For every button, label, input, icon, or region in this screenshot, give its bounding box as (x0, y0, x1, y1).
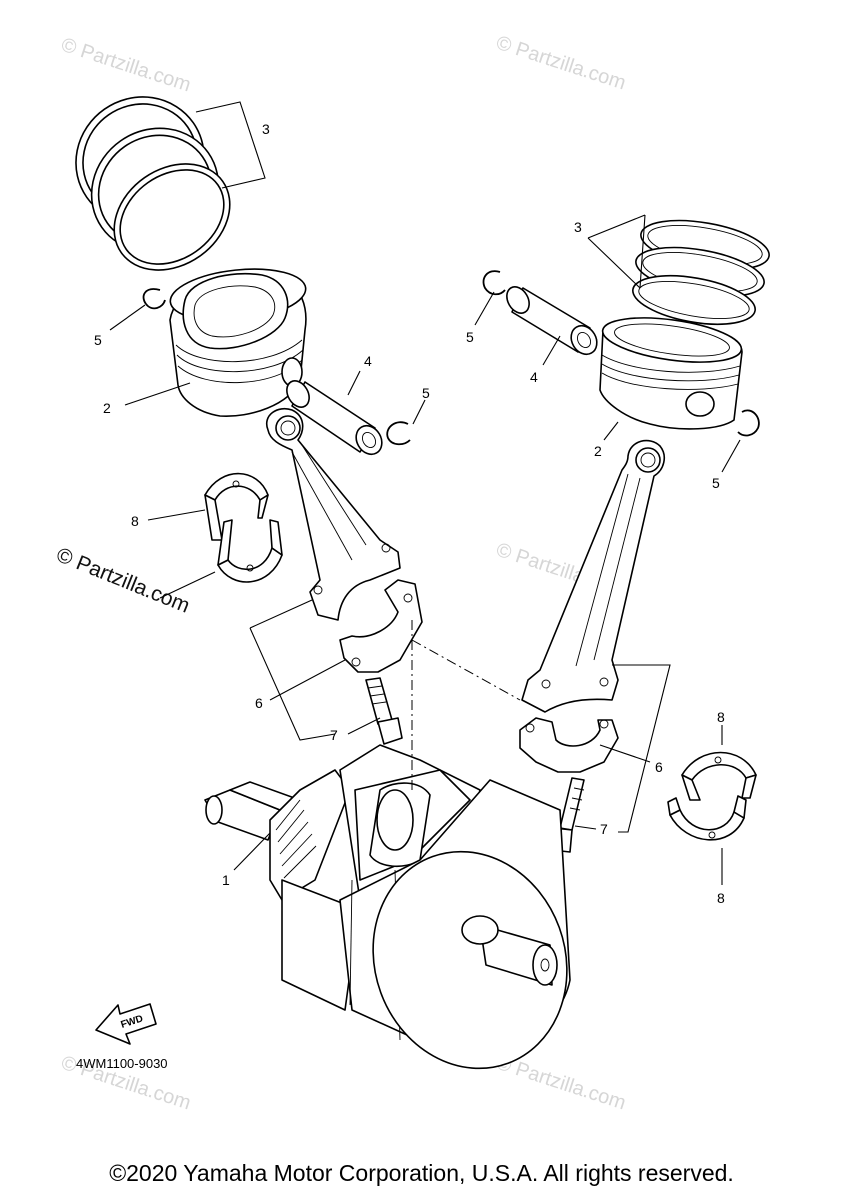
callout-labels: 3 5 2 4 5 8 6 7 1 3 5 4 2 5 8 6 7 8 (94, 121, 725, 906)
callout-bearing-left: 8 (131, 513, 139, 529)
left-rod-cap (339, 579, 423, 673)
left-piston-pin (286, 380, 383, 456)
alignment-lines (411, 620, 521, 790)
callout-circlip-right-upper: 5 (466, 329, 474, 345)
diagram-code: 4WM1100-9030 (76, 1056, 168, 1071)
callout-bearing-right-upper: 8 (717, 709, 725, 725)
callout-pin-left: 4 (364, 353, 372, 369)
callout-piston-right: 2 (594, 443, 602, 459)
left-bearing-upper (204, 472, 269, 541)
callout-bolt-right: 7 (600, 821, 608, 837)
left-piston-rings (75, 96, 266, 271)
right-piston-pin (506, 286, 598, 356)
left-circlip-upper (142, 288, 166, 310)
copyright-notice: ©2020 Yamaha Motor Corporation, U.S.A. A… (109, 1160, 734, 1186)
watermark-prominent: © Partzilla.com (53, 543, 193, 617)
leader-lines (109, 291, 741, 885)
forward-arrow-icon: FWD (95, 1003, 157, 1045)
callout-rod-left: 6 (255, 695, 263, 711)
watermark-text: © Partzilla.com (58, 34, 193, 97)
right-connecting-rod (521, 439, 666, 713)
callout-bolt-left: 7 (330, 727, 338, 743)
right-circlip-upper (482, 270, 506, 296)
callout-circlip-left-upper: 5 (94, 332, 102, 348)
right-bearing-lower (667, 795, 747, 841)
callout-crankshaft: 1 (222, 872, 230, 888)
callout-piston-left: 2 (103, 400, 111, 416)
right-piston-rings (587, 214, 770, 325)
right-rod-cap (519, 717, 619, 773)
callout-bearing-right-lower: 8 (717, 890, 725, 906)
left-rod-bolt (365, 677, 403, 745)
right-piston (599, 317, 743, 430)
right-circlip-lower (737, 409, 760, 437)
watermark-text: © Partzilla.com (493, 32, 628, 95)
right-bearing-upper (681, 751, 757, 801)
callout-rod-right: 6 (655, 759, 663, 775)
callout-circlip-left-lower: 5 (422, 385, 430, 401)
callout-ring-set-left: 3 (262, 121, 270, 137)
crankshaft (204, 744, 571, 1070)
left-piston (169, 268, 307, 417)
callout-pin-right: 4 (530, 369, 538, 385)
left-connecting-rod (265, 408, 401, 621)
left-bearing-lower (217, 519, 283, 583)
left-circlip-lower (386, 421, 411, 446)
callout-ring-set-right: 3 (574, 219, 582, 235)
callout-circlip-right-lower: 5 (712, 475, 720, 491)
